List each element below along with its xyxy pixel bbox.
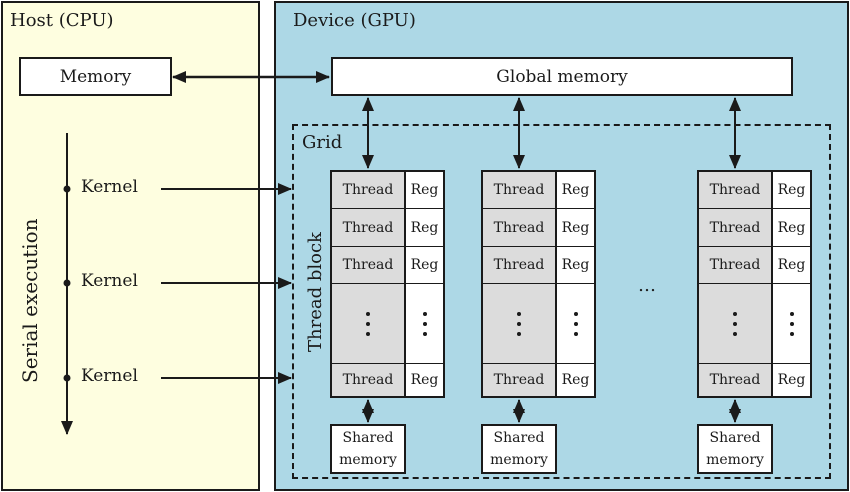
host-title: Host (CPU) [10, 10, 114, 31]
shared-memory-box-1: Shared memory [330, 424, 406, 474]
kernel-dot-2 [63, 279, 71, 287]
kernel-dot-3 [63, 374, 71, 382]
reg-cell: Reg [773, 364, 810, 396]
shared-memory-label-line2: memory [339, 452, 397, 468]
reg-cell: Reg [773, 172, 810, 209]
shared-memory-label-line1: Shared [493, 430, 545, 446]
kernel-label-3: Kernel [81, 366, 138, 386]
thread-cell: Thread [483, 364, 557, 396]
thread-cell: Thread [332, 209, 406, 247]
thread-cell-ellipsis [483, 284, 557, 364]
vertical-ellipsis [366, 311, 370, 336]
vertical-ellipsis [573, 311, 578, 336]
blocks-ellipsis: … [638, 275, 656, 296]
thread-cell: Thread [332, 247, 406, 284]
vertical-ellipsis [517, 311, 521, 336]
shared-memory-label-line1: Shared [342, 430, 394, 446]
shared-memory-label-line2: memory [706, 452, 764, 468]
reg-cell: Reg [406, 364, 443, 396]
thread-cell-ellipsis [699, 284, 773, 364]
kernel-label-2: Kernel [81, 271, 138, 291]
global-memory-box: Global memory [331, 57, 793, 96]
thread-cell: Thread [483, 247, 557, 284]
thread-cell: Thread [483, 172, 557, 209]
reg-cell: Reg [406, 172, 443, 209]
thread-cell: Thread [699, 247, 773, 284]
thread-cell: Thread [699, 364, 773, 396]
reg-cell: Reg [557, 209, 594, 247]
thread-cell: Thread [699, 209, 773, 247]
thread-cell: Thread [699, 172, 773, 209]
vertical-ellipsis [733, 311, 737, 336]
kernel-dot-1 [63, 185, 71, 193]
reg-cell-ellipsis [406, 284, 443, 364]
kernel-label-1: Kernel [81, 177, 138, 197]
reg-cell: Reg [773, 247, 810, 284]
reg-cell-ellipsis [557, 284, 594, 364]
reg-cell: Reg [406, 247, 443, 284]
thread-cell: Thread [332, 364, 406, 396]
vertical-ellipsis [422, 311, 427, 336]
vertical-ellipsis [789, 311, 794, 336]
device-title: Device (GPU) [293, 10, 416, 31]
shared-memory-label-line1: Shared [709, 430, 761, 446]
reg-cell: Reg [773, 209, 810, 247]
shared-memory-label-line2: memory [490, 452, 548, 468]
host-memory-box: Memory [19, 57, 172, 96]
thread-cell: Thread [332, 172, 406, 209]
reg-cell: Reg [557, 247, 594, 284]
shared-memory-box-2: Shared memory [481, 424, 557, 474]
thread-cell-ellipsis [332, 284, 406, 364]
reg-cell: Reg [557, 364, 594, 396]
shared-memory-box-3: Shared memory [697, 424, 773, 474]
reg-cell-ellipsis [773, 284, 810, 364]
grid-boundary [292, 124, 831, 479]
thread-cell: Thread [483, 209, 557, 247]
reg-cell: Reg [557, 172, 594, 209]
reg-cell: Reg [406, 209, 443, 247]
grid-label: Grid [302, 132, 343, 153]
